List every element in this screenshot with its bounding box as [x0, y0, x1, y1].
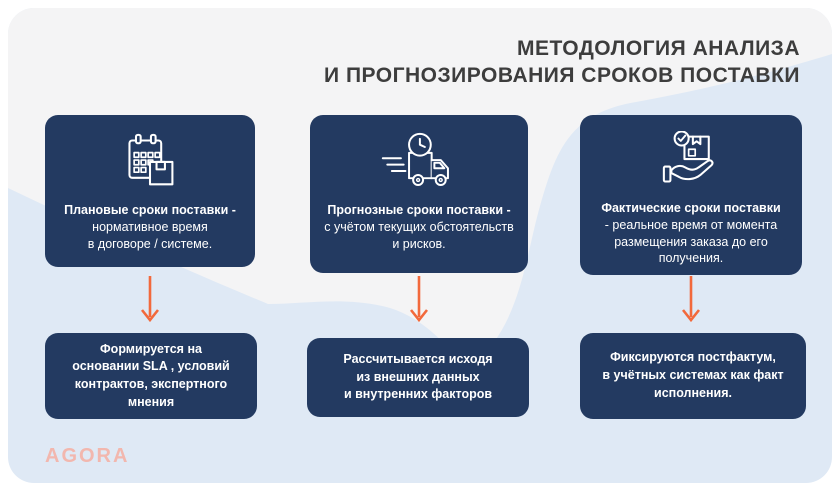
- outcome-card-forecast-text: Рассчитывается исходя из внешних данных …: [343, 351, 493, 402]
- stage-card-planned-description: нормативное время в договоре / системе.: [87, 219, 213, 251]
- outcome-card-actual: Фиксируются постфактум, в учётных систем…: [580, 333, 806, 419]
- stage-card-planned-heading: Плановые сроки поставки -: [64, 203, 236, 217]
- stage-card-forecast-text: Прогнозные сроки поставки - с учётом тек…: [324, 202, 514, 252]
- stage-card-actual-description: - реальное время от момента размещения з…: [604, 217, 778, 266]
- page-title: МЕТОДОЛОГИЯ АНАЛИЗА И ПРОГНОЗИРОВАНИЯ СР…: [324, 35, 800, 90]
- stage-card-actual: Фактические сроки поставки - реальное вр…: [580, 115, 802, 275]
- page-title-line-1: МЕТОДОЛОГИЯ АНАЛИЗА: [516, 37, 800, 60]
- outcome-card-planned: Формируется на основании SLA , условий к…: [45, 333, 257, 419]
- down-arrow-icon: [409, 276, 429, 323]
- stage-card-actual-text: Фактические сроки поставки - реальное вр…: [601, 200, 780, 267]
- agora-logo: AGORA: [45, 445, 130, 467]
- stage-card-actual-heading: Фактические сроки поставки: [601, 201, 781, 215]
- outcome-card-forecast: Рассчитывается исходя из внешних данных …: [307, 338, 529, 417]
- down-arrow-icon: [681, 276, 701, 323]
- calendar-package-icon: [120, 131, 180, 191]
- slide: МЕТОДОЛОГИЯ АНАЛИЗА И ПРОГНОЗИРОВАНИЯ СР…: [8, 8, 832, 483]
- down-arrow-icon: [140, 276, 160, 323]
- outcome-card-actual-text: Фиксируются постфактум, в учётных систем…: [602, 350, 784, 400]
- stage-card-planned-text: Плановые сроки поставки - нормативное вр…: [64, 202, 236, 252]
- stage-card-planned: Плановые сроки поставки - нормативное вр…: [45, 115, 255, 267]
- outcome-card-planned-text: Формируется на основании SLA , условий к…: [72, 341, 230, 409]
- page-title-line-2: И ПРОГНОЗИРОВАНИЯ СРОКОВ ПОСТАВКИ: [324, 64, 800, 88]
- stage-card-forecast-heading: Прогнозные сроки поставки -: [327, 203, 511, 217]
- hand-box-check-icon: [659, 131, 723, 189]
- stage-card-forecast: Прогнозные сроки поставки - с учётом тек…: [310, 115, 528, 273]
- truck-clock-icon: [381, 131, 457, 191]
- stage-card-forecast-description: с учётом текущих обстоятельств и рисков.: [324, 219, 514, 251]
